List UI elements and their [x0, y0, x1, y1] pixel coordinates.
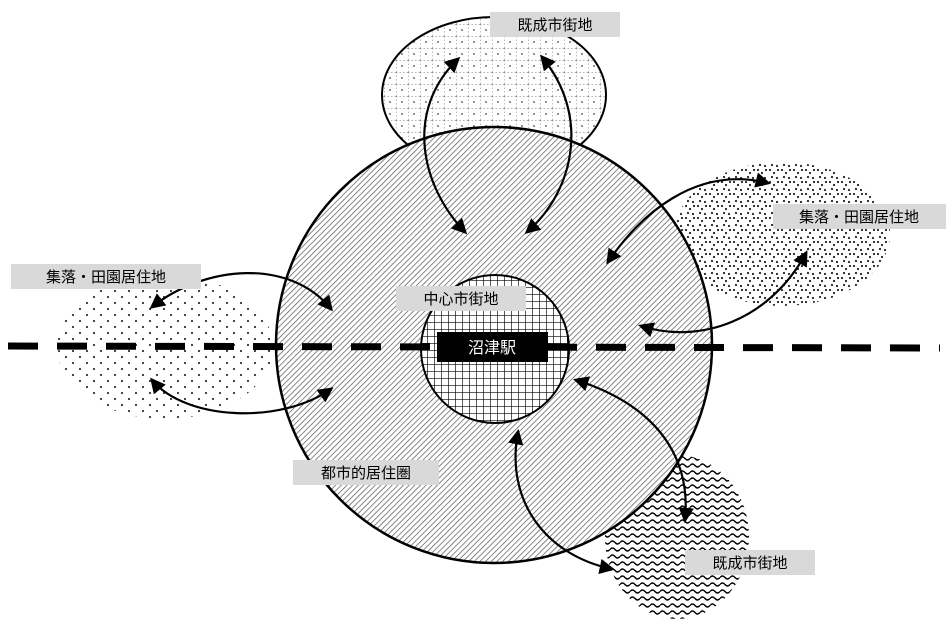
bottom-existing-city-label-bg — [685, 550, 815, 575]
urban-residential-label: 都市的居住圏 — [321, 464, 411, 482]
arrow-bottom-right — [573, 376, 694, 524]
right-settlement-label-bg — [773, 204, 946, 229]
station-label: 沼津駅 — [468, 338, 516, 357]
arrow-right-lower — [638, 250, 808, 338]
arrow-top-right — [524, 54, 573, 235]
top-existing-city-label-bg — [490, 12, 620, 37]
arrow-bottom-left — [508, 428, 616, 575]
central-city-label: 中心市街地 — [423, 290, 498, 308]
bottom-existing-city-label: 既成市街地 — [712, 554, 787, 572]
urban-residential-label-bg — [293, 460, 439, 485]
arrow-top-left — [423, 56, 468, 235]
right-settlement-label: 集落・田園居住地 — [799, 208, 919, 226]
arrow-left-upper — [149, 272, 333, 312]
left-settlement-label: 集落・田園居住地 — [46, 268, 166, 286]
left-settlement-label-bg — [11, 264, 201, 289]
central-city-label-bg — [396, 286, 526, 311]
arrow-left-lower — [150, 377, 334, 415]
top-existing-city-label: 既成市街地 — [517, 16, 592, 34]
arrow-right-upper — [606, 172, 771, 265]
flow-arrows — [149, 54, 808, 575]
station-box — [437, 332, 548, 362]
